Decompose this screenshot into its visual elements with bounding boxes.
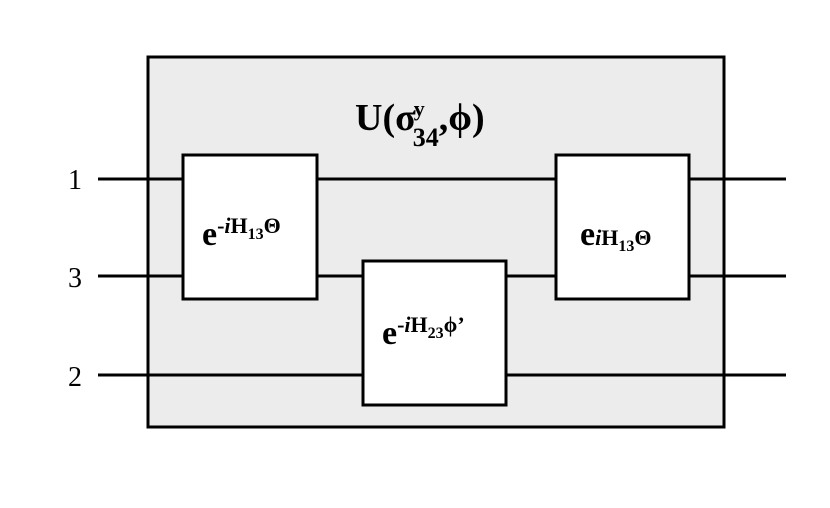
gate-1-base: e [202,216,217,253]
gate-2-sup-i: i [404,312,411,337]
gate-3-box [554,153,691,301]
gate-2-label: e-iH23ϕ’ [382,312,465,352]
gate-3-sup-tail: Θ [634,225,651,250]
title-sigma: σ [395,97,416,139]
gate-1-sup-tail: Θ [264,213,281,238]
title-prefix: U( [355,97,395,139]
wires [98,177,786,377]
gate-3-sup-h: H [601,225,618,250]
gate-1-sub: 13 [248,226,264,243]
wire-label-2: 2 [68,362,82,393]
title-sigma-sub: 34 [413,123,439,152]
gate-1-box [181,153,319,301]
gate-3-base: e [580,216,595,253]
gate-2-box [361,259,508,407]
gate-2-base: e [382,315,397,352]
gate-1-label: e-iH13Θ [202,213,281,253]
gate-2-sup-h: H [411,312,428,337]
gate-3-label: eiH13Θ [580,216,651,255]
gate-3-sup-i: i [595,225,602,250]
gate-3-sub: 13 [618,238,634,255]
gate-2-sup-tail: ϕ’ [444,312,465,337]
gate-1-sup-minus: - [217,213,224,238]
wire-label-3: 3 [68,263,82,294]
gate-1-sup-h: H [231,213,248,238]
gate-2-sup-minus: - [397,312,404,337]
gate-2-sub: 23 [428,325,444,342]
wire-label-1: 1 [68,165,82,196]
title-comma-phi: ,ϕ) [439,97,485,139]
gate-1-sup-i: i [224,213,231,238]
title-sigma-sup: y [414,96,425,121]
